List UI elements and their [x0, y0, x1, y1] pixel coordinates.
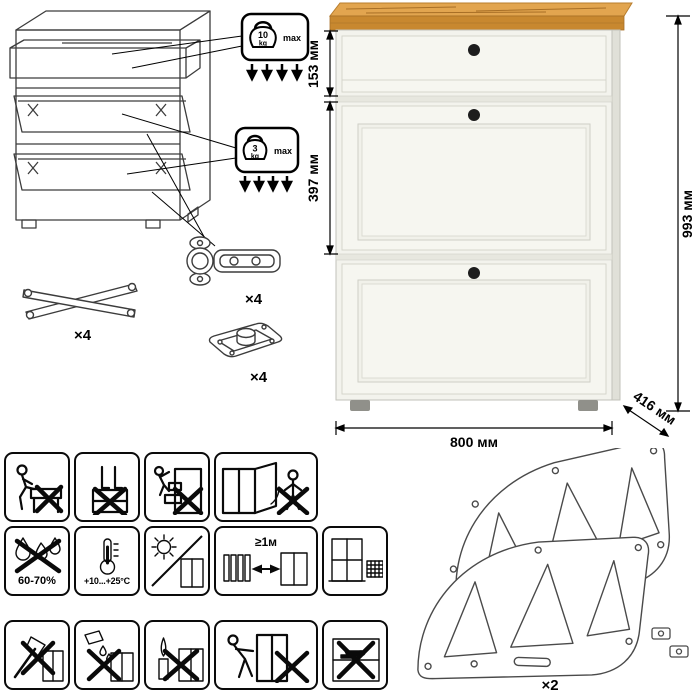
mounting-plate-hardware-icon [208, 322, 283, 358]
dimension-lines [324, 14, 690, 437]
flap-load-callout: 3 kg max [234, 126, 300, 193]
product-dimensions-section: 153 мм 397 мм 993 мм 800 мм 416 мм [306, 2, 695, 450]
pictogram-humidity: 60-70% [4, 526, 70, 596]
pictogram-temperature: +10...+25°С [74, 526, 140, 596]
lift-arm-qty: ×4 [74, 327, 92, 344]
down-arrows-icon [238, 176, 294, 193]
dim-drawer-height: 153 мм [306, 40, 321, 88]
cabinet-side [611, 29, 621, 401]
side-frame-qty: ×2 [541, 677, 558, 694]
pictogram-row-2: 60-70% +10...+25°С ≥1м [4, 526, 404, 596]
drawer-knob [468, 44, 480, 56]
pictogram-row-3 [4, 620, 404, 690]
side-frame-part [416, 529, 650, 687]
pictogram-no-direct-sunlight [144, 526, 210, 596]
pictogram-no-dragging [214, 620, 318, 690]
pictogram-no-heavy-load [322, 620, 388, 690]
min-distance-label: ≥1м [255, 535, 277, 549]
down-arrows-icon [245, 64, 304, 82]
pictogram-no-impact [4, 620, 70, 690]
weight-icon [242, 134, 268, 160]
frame-bracket [651, 627, 689, 658]
hinge-hardware-icon [186, 236, 281, 286]
dim-depth: 416 мм [630, 388, 679, 428]
humidity-range-label: 60-70% [18, 575, 56, 587]
pictogram-door-swing-clearance [214, 452, 318, 522]
cabinet-product [328, 2, 633, 411]
pictogram-ventilation [322, 526, 388, 596]
pictogram-no-open-flame [144, 620, 210, 690]
cabinet-foot [578, 400, 598, 411]
hinge-qty: ×4 [245, 291, 263, 308]
flap-load-unit: kg [251, 154, 259, 161]
cabinet-top-surface [328, 2, 633, 17]
pictogram-heat-source-distance: ≥1м [214, 526, 318, 596]
weight-icon [249, 21, 277, 48]
dim-flap-height: 397 мм [306, 154, 321, 202]
dim-total-height: 993 мм [679, 190, 695, 238]
side-frames-section: ×2 [416, 448, 689, 694]
cabinet-foot [350, 400, 370, 411]
dim-width: 800 мм [450, 434, 498, 450]
pictogram-no-sitting [4, 452, 70, 522]
drawer-load-callout: 10 kg max [240, 12, 310, 82]
flap-load-max: max [274, 146, 292, 156]
pictogram-row-1 [4, 452, 404, 522]
flap-load-value: 3 [252, 144, 257, 154]
drawer-load-value: 10 [258, 30, 268, 40]
assembly-wireframe-section: 10 kg max 3 kg max [9, 10, 310, 386]
drawer-load-unit: kg [259, 41, 267, 48]
callout-leader-lines [111, 35, 243, 247]
plate-qty: ×4 [250, 369, 268, 386]
lift-arm-hardware-icon [22, 282, 138, 320]
drawer-load-max: max [283, 33, 301, 43]
pictogram-no-spilling [74, 620, 140, 690]
care-pictograms: 60-70% +10...+25°С ≥1м [4, 452, 404, 694]
temperature-range-label: +10...+25°С [84, 576, 130, 586]
flap1-knob [468, 109, 480, 121]
flap2-knob [468, 267, 480, 279]
cabinet-wireframe [9, 10, 211, 229]
pictogram-no-climbing [144, 452, 210, 522]
pictogram-no-standing [74, 452, 140, 522]
